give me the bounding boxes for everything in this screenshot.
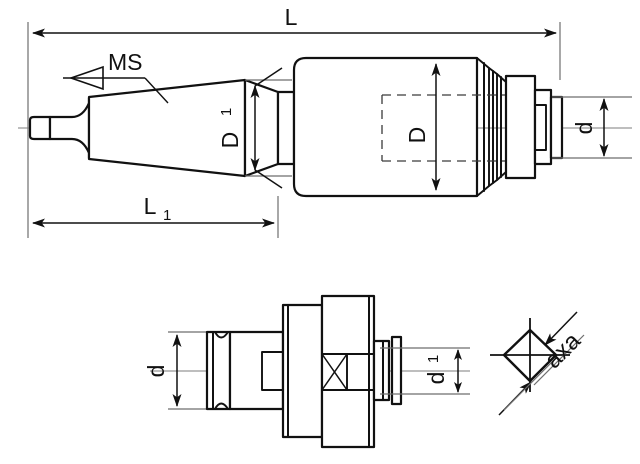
bottom-body xyxy=(281,294,376,449)
dim-L1: L 1 xyxy=(32,193,275,228)
shank-cylinder xyxy=(228,330,285,411)
ms-callout: MS xyxy=(63,49,169,104)
dim-D1-tick-bottom xyxy=(254,169,283,189)
dim-D1-subscript: 1 xyxy=(218,108,235,116)
dim-D-label: D xyxy=(404,127,430,144)
dim-L-label: L xyxy=(285,4,298,30)
dim-L1-subscript: 1 xyxy=(163,207,171,224)
dim-D1-label: D xyxy=(217,132,243,149)
nose-inner-recess xyxy=(534,104,547,151)
chuck-body xyxy=(292,56,520,198)
dim-d-main: d xyxy=(552,96,632,159)
bottom-nose-shoulder xyxy=(372,339,391,402)
nose-shoulder xyxy=(533,88,553,166)
shank-groove-top-arc xyxy=(214,331,229,339)
dim-axa-ext-line-2 xyxy=(503,357,557,411)
secondary-elevation-view: d xyxy=(143,294,470,449)
bottom-nose xyxy=(372,335,403,406)
nose-flange xyxy=(504,74,537,180)
ms-leader-diagonal xyxy=(144,77,169,104)
dim-D1: D 1 xyxy=(217,67,292,189)
bottom-nose-flange xyxy=(390,335,403,406)
dim-L: L xyxy=(32,4,557,38)
tang-tip xyxy=(28,115,52,141)
chuck-nose xyxy=(504,74,564,180)
dim-D1-tick-top xyxy=(254,67,283,87)
dim-axa-ext-line xyxy=(533,334,585,386)
dim-d-label: d xyxy=(571,122,597,135)
shank-groove-section xyxy=(205,330,232,411)
dim-d1-subscript: 1 xyxy=(425,355,442,363)
bottom-shank xyxy=(205,330,285,411)
bottom-body-right xyxy=(320,294,376,449)
shank-collar xyxy=(276,90,296,166)
taper-symbol-icon xyxy=(68,65,104,91)
square-drive-detail: axa xyxy=(490,311,586,416)
dim-L1-label: L xyxy=(144,193,157,219)
morse-taper-cone xyxy=(87,78,247,178)
taper-collar-transition xyxy=(243,78,280,178)
chuck-body-main xyxy=(292,56,479,198)
square-drive-cross xyxy=(321,353,348,391)
dim-axa-arrow-upper xyxy=(544,311,578,346)
square-drive-box xyxy=(321,353,348,391)
ms-label: MS xyxy=(108,49,143,75)
main-elevation-view: L L 1 xyxy=(18,4,632,238)
dim-d-bottom: d xyxy=(143,334,182,407)
dim-D: D xyxy=(404,63,441,191)
shank-groove-bottom-arc xyxy=(214,402,229,410)
tang-neck xyxy=(48,96,91,160)
nose-spigot xyxy=(549,95,564,160)
dim-d1-label: d xyxy=(423,372,449,385)
dim-d-bottom-label: d xyxy=(143,365,169,378)
dim-d1-bottom: d 1 xyxy=(380,347,470,395)
